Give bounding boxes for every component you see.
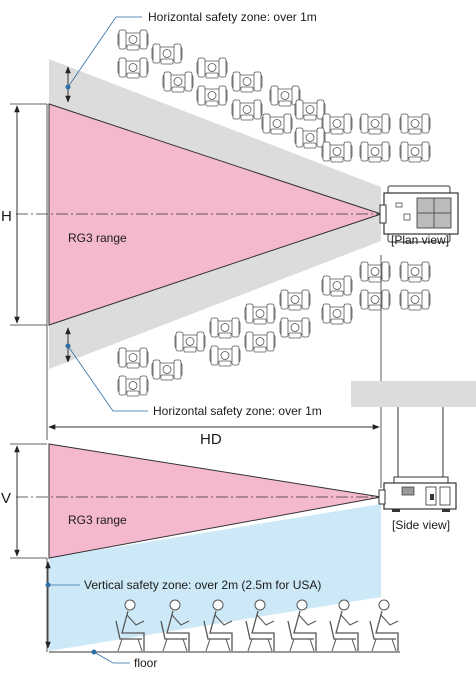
rg3-side-label: RG3 range [68,513,127,527]
h-dimension-label: H [1,208,12,225]
v-safety-label: Vertical safety zone: over 2m (2.5m for … [84,578,321,592]
rg3-zone-plan [48,103,383,326]
floor-callout-line [93,651,130,664]
floor-callout-dot [91,649,97,655]
h-safety-top-callout-dot [65,84,71,90]
h-safety-top-label: Horizontal safety zone: over 1m [148,10,317,24]
h-safety-zone-top [49,59,381,214]
floor-label: floor [134,656,157,670]
v-dimension-label: V [1,490,11,507]
h-safety-zone-bottom [49,214,381,369]
v-safety-zone [49,504,381,651]
plan-view-label: [Plan view] [391,233,449,247]
h-safety-bottom-label: Horizontal safety zone: over 1m [153,404,322,418]
rg3-zone-side [48,443,382,559]
h-safety-top-callout-line [67,16,142,88]
ceiling [351,381,476,407]
projector-top-icon [379,185,459,243]
side-view-label: [Side view] [392,518,450,532]
hd-dimension-label: HD [200,431,222,448]
h-safety-bottom-callout-line [67,345,148,412]
h-safety-bottom-callout-dot [65,343,71,349]
rg3-plan-label: RG3 range [68,231,127,245]
projector-side-icon [378,476,457,512]
